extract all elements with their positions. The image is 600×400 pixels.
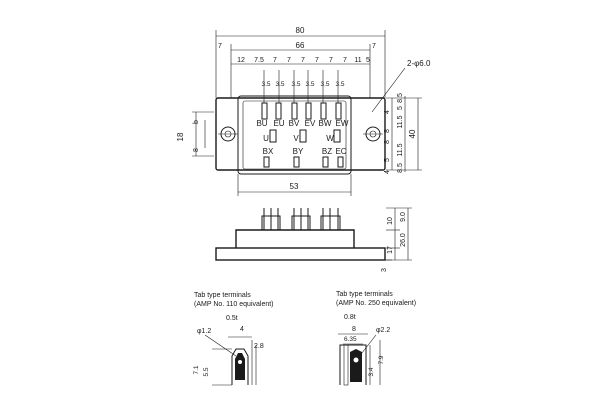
tab-250-width2: 6.35: [344, 336, 357, 343]
pitch-dim: 7: [273, 57, 277, 64]
left-dim: 8: [193, 148, 200, 152]
side-dim: 10: [387, 217, 394, 225]
side-dim: 26.0: [400, 233, 407, 247]
dim-edge-right: 7: [372, 43, 376, 50]
tab-250-hole: φ2.2: [376, 327, 390, 334]
phase-label-v: V: [293, 134, 299, 143]
base-plate: [215, 247, 386, 261]
terminal-label: BV: [289, 119, 300, 128]
tab-250-thickness: 0.8t: [344, 314, 356, 321]
terminal-label: EU: [273, 119, 284, 128]
right-dimension-column: 4 8 5 11.5 8.5 40 8 5 11.5 4 8.5: [384, 93, 417, 174]
right-dim: 8.5: [397, 93, 404, 103]
tab-110-width2: 2.8: [254, 343, 264, 350]
pitch-dim: 7: [329, 57, 333, 64]
terminal-width: 3.5: [335, 81, 344, 88]
side-dim: 17: [387, 246, 394, 254]
terminal-label: BY: [293, 147, 304, 156]
phase-label-u: U: [263, 134, 269, 143]
main-terminals: [269, 129, 341, 143]
top-view: 80 66 7 7 12 7.5 7 7 7 7 7 7 11 5 2-φ6.0…: [176, 26, 431, 196]
right-dim: 40: [408, 129, 417, 138]
terminal-label: BU: [256, 119, 267, 128]
top-terminal-pins: [261, 70, 342, 120]
tab-250-height: 3.4: [368, 367, 375, 376]
tab-250-detail: Tab type terminals (AMP No. 250 equivale…: [336, 291, 416, 386]
pitch-dim: 7: [343, 57, 347, 64]
pitch-dimension-row: 12 7.5 7 7 7 7 7 7 11 5: [237, 57, 370, 64]
terminal-label: BW: [319, 119, 332, 128]
module-inner-frame: [237, 95, 352, 175]
dim-edge-left: 7: [218, 43, 222, 50]
pitch-dim: 7: [315, 57, 319, 64]
tab-110-thickness: 0.5t: [226, 315, 238, 322]
right-dim: 11.5: [397, 143, 404, 156]
phase-labels: U V W: [263, 134, 334, 143]
pitch-dim: 5: [366, 57, 370, 64]
hole-callout: 2-φ6.0: [407, 59, 431, 68]
tab-110-title: Tab type terminals: [194, 292, 251, 299]
left-dim: b: [193, 120, 200, 124]
tab-250-subtitle: (AMP No. 250 equivalent): [336, 300, 416, 307]
module-body: [215, 97, 386, 171]
terminal-width: 3.5: [261, 81, 270, 88]
tab-110-height: 5.5: [203, 367, 210, 376]
tab-110-detail: Tab type terminals (AMP No. 110 equivale…: [193, 292, 274, 386]
dim-bottom-width: 53: [290, 182, 299, 191]
terminal-label: BX: [263, 147, 274, 156]
side-dim: 9.0: [400, 212, 407, 222]
right-dim: 5: [397, 106, 404, 110]
terminal-width: 3.5: [275, 81, 284, 88]
side-dim: 3: [381, 268, 388, 272]
right-dim: 8.5: [397, 163, 404, 173]
pitch-dim: 7: [287, 57, 291, 64]
pitch-dim: 7: [301, 57, 305, 64]
tab-250-width: 8: [352, 326, 356, 333]
side-pins: [261, 208, 341, 231]
pitch-dim: 11: [354, 57, 361, 64]
right-dim: 8: [384, 140, 391, 144]
terminal-labels-bottom: BX BY BZ EC: [263, 147, 347, 156]
right-dim: 4: [384, 110, 391, 114]
terminal-label: EW: [336, 119, 349, 128]
tab-110-hole: φ1.2: [197, 328, 211, 335]
terminal-width-row: 3.5 3.5 3.5 3.5 3.5 3.5: [261, 81, 344, 88]
bottom-terminal-pins: [263, 156, 344, 168]
tab-250-title: Tab type terminals: [336, 291, 393, 298]
right-dim: 11.5: [397, 115, 404, 128]
phase-label-w: W: [326, 134, 334, 143]
pitch-dim: 12: [237, 57, 245, 64]
dim-overall-width: 80: [296, 26, 305, 35]
case-body: [235, 229, 355, 248]
right-dim: 5: [384, 158, 391, 162]
right-dim: 8: [384, 129, 391, 133]
terminal-width: 3.5: [320, 81, 329, 88]
terminal-width: 3.5: [291, 81, 300, 88]
terminal-labels-top: BU EU BV EV BW EW: [256, 119, 348, 128]
pitch-dim: 7.5: [254, 57, 264, 64]
left-dim: 18: [176, 132, 185, 141]
side-view: 17 10 9.0 26.0 3: [215, 207, 412, 272]
tab-110-height: 7.1: [193, 365, 200, 374]
terminal-label: EC: [335, 147, 346, 156]
dim-inner-width: 66: [296, 41, 305, 50]
tab-250-height: 7.9: [378, 355, 385, 364]
terminal-label: EV: [305, 119, 316, 128]
terminal-width: 3.5: [305, 81, 314, 88]
terminal-label: BZ: [322, 147, 332, 156]
tab-110-width: 4: [240, 326, 244, 333]
tab-110-subtitle: (AMP No. 110 equivalent): [194, 301, 274, 308]
right-dim: 4: [384, 170, 391, 174]
